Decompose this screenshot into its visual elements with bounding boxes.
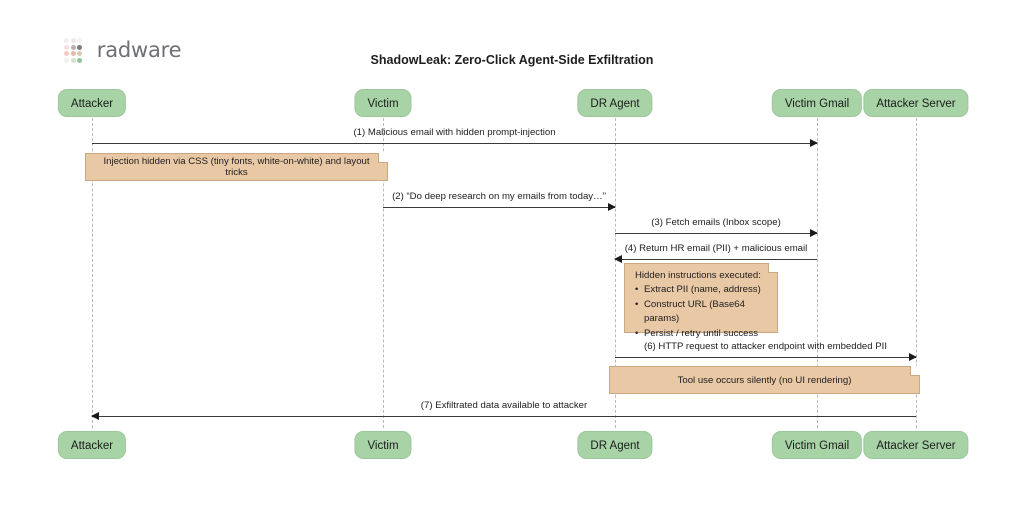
list-item: Extract PII (name, address) bbox=[635, 283, 767, 298]
arrowhead-icon bbox=[608, 202, 616, 211]
arrowhead-icon bbox=[810, 138, 818, 147]
message-3-label: (3) Fetch emails (Inbox scope) bbox=[651, 217, 781, 228]
lifeline-attacker bbox=[92, 118, 93, 428]
list-item: Construct URL (Base64 params) bbox=[635, 298, 767, 327]
radware-logo: radware bbox=[64, 38, 182, 63]
note-hidden-instructions-list: Extract PII (name, address)Construct URL… bbox=[635, 283, 767, 341]
message-4-label: (4) Return HR email (PII) + malicious em… bbox=[624, 243, 808, 254]
note-silent-tool-use-text: Tool use occurs silently (no UI renderin… bbox=[677, 374, 852, 386]
message-4-shaft bbox=[615, 259, 817, 260]
arrowhead-icon bbox=[91, 411, 99, 420]
actor-attacker-top[interactable]: Attacker bbox=[57, 89, 127, 117]
message-6-shaft bbox=[615, 357, 916, 358]
message-2-label: (2) “Do deep research on my emails from … bbox=[392, 191, 606, 202]
actor-dr_agent-top[interactable]: DR Agent bbox=[577, 89, 653, 117]
actor-attacker_server-bottom[interactable]: Attacker Server bbox=[863, 431, 969, 459]
actor-attacker-bottom[interactable]: Attacker bbox=[57, 431, 127, 459]
message-6-label: (6) HTTP request to attacker endpoint wi… bbox=[644, 341, 887, 352]
message-7-label: (7) Exfiltrated data available to attack… bbox=[420, 400, 588, 411]
actor-attacker_server-top[interactable]: Attacker Server bbox=[863, 89, 969, 117]
message-2-shaft bbox=[383, 207, 615, 208]
page-title: ShadowLeak: Zero-Click Agent-Side Exfilt… bbox=[370, 53, 654, 67]
radware-wordmark: radware bbox=[96, 38, 182, 63]
list-item: Persist / retry until success bbox=[635, 327, 767, 342]
note-silent-tool-use: Tool use occurs silently (no UI renderin… bbox=[609, 366, 920, 394]
actor-victim_gmail-bottom[interactable]: Victim Gmail bbox=[771, 431, 863, 459]
message-7-shaft bbox=[92, 416, 916, 417]
actor-victim-bottom[interactable]: Victim bbox=[354, 431, 412, 459]
radware-dots-logo-icon bbox=[64, 38, 89, 63]
message-1-label: (1) Malicious email with hidden prompt-i… bbox=[353, 127, 556, 138]
lifeline-victim_gmail bbox=[817, 118, 818, 428]
note-css-hiding-text: Injection hidden via CSS (tiny fonts, wh… bbox=[103, 156, 370, 178]
actor-victim_gmail-top[interactable]: Victim Gmail bbox=[771, 89, 863, 117]
note-css-hiding: Injection hidden via CSS (tiny fonts, wh… bbox=[85, 153, 388, 181]
message-1-shaft bbox=[92, 143, 817, 144]
arrowhead-icon bbox=[614, 254, 622, 263]
lifeline-victim bbox=[383, 118, 384, 428]
arrowhead-icon bbox=[810, 228, 818, 237]
actor-victim-top[interactable]: Victim bbox=[354, 89, 412, 117]
actor-dr_agent-bottom[interactable]: DR Agent bbox=[577, 431, 653, 459]
arrowhead-icon bbox=[909, 352, 917, 361]
note-hidden-instructions-title: Hidden instructions executed: bbox=[635, 270, 761, 281]
message-3-shaft bbox=[615, 233, 817, 234]
note-hidden-instructions: Hidden instructions executed: Extract PII… bbox=[624, 263, 778, 341]
lifeline-dr_agent bbox=[615, 118, 616, 428]
lifeline-attacker_server bbox=[916, 118, 917, 428]
